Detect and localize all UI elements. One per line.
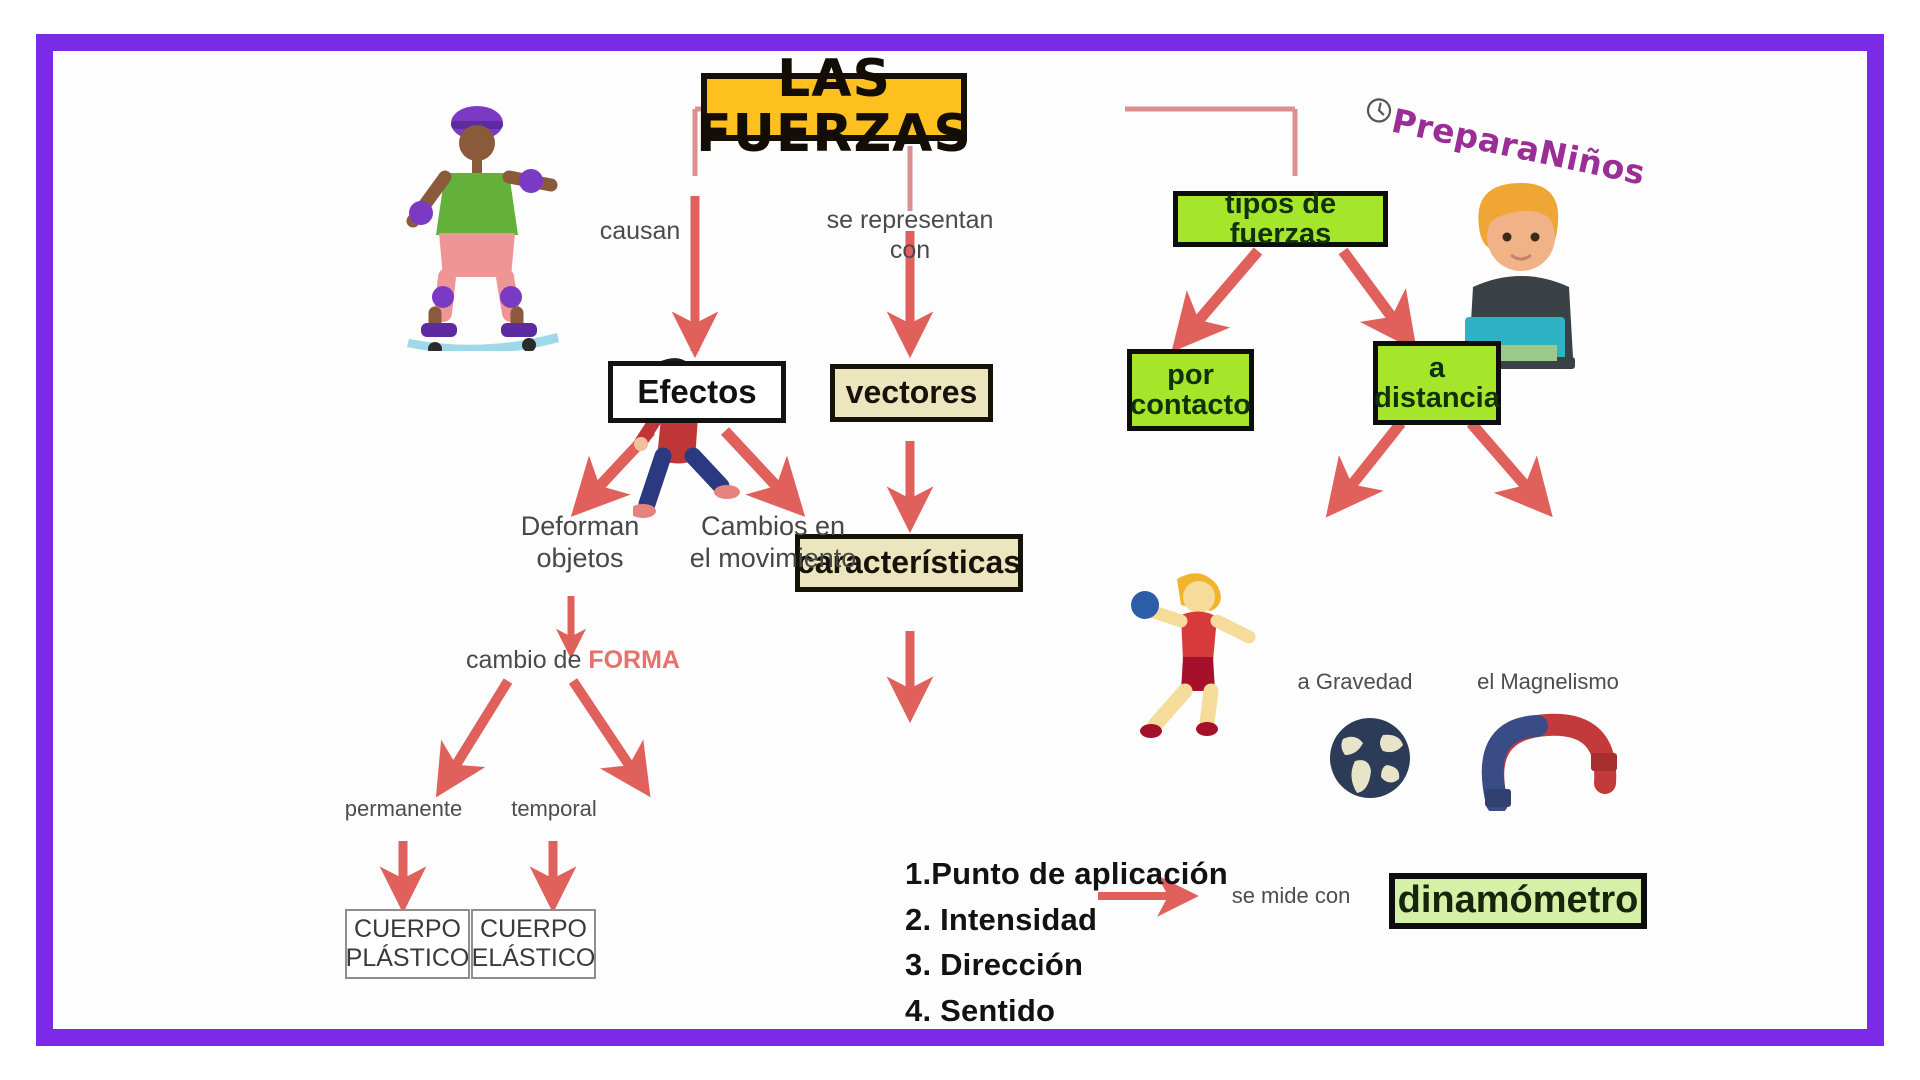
node-tipos-de-fuerzas[interactable]: tipos de fuerzas [1173, 188, 1388, 249]
purple-frame-border: LAS FUERZAS Efectos vectores tipos de fu… [36, 34, 1884, 1046]
label-permanente: permanente [344, 796, 463, 821]
node-las-fuerzas[interactable]: LAS FUERZAS [696, 51, 972, 164]
label-causan: causan [599, 217, 681, 245]
skateboarder-illustration [406, 106, 559, 351]
node-por-contacto[interactable]: por contacto [1127, 349, 1254, 431]
arrow-magnetismo [1466, 419, 1553, 518]
handball-player-illustration [1131, 573, 1256, 738]
arrow-a-distancia [1338, 247, 1417, 351]
label-el-magnetismo: el Magnelismo [1477, 669, 1619, 694]
label-temporal: temporal [511, 796, 597, 821]
node-vectores[interactable]: vectores [830, 364, 993, 422]
node-cuerpo-elastico[interactable]: CUERPO ELÁSTICO [471, 909, 596, 979]
horseshoe-magnet-illustration [1481, 713, 1617, 811]
arrow-gravedad [1325, 419, 1406, 518]
list-item: 2. Intensidad [905, 901, 1098, 937]
label-se-mide-con: se mide con [1231, 883, 1351, 908]
list-item: 3. Dirección [905, 947, 1084, 983]
label-deforman-objetos: Deforman objetos [520, 511, 640, 573]
clock-icon [1366, 98, 1392, 123]
label-forma: FORMA [588, 646, 680, 674]
list-item: 1.Punto de aplicación [905, 856, 1228, 891]
node-efectos[interactable]: Efectos [608, 361, 786, 423]
node-dinamometro[interactable]: dinamómetro [1389, 873, 1647, 929]
arrow-por-contacto [1171, 247, 1263, 353]
watermark-text: PreparaNiños [1388, 100, 1649, 193]
label-a-gravedad: a Gravedad [1297, 669, 1413, 694]
label-cambio-de-forma: cambio de FORMA [423, 646, 723, 676]
node-cuerpo-plastico[interactable]: CUERPO PLÁSTICO [345, 909, 470, 979]
concept-map-area: LAS FUERZAS Efectos vectores tipos de fu… [53, 51, 1867, 1029]
list-item: 4. Sentido [905, 992, 1056, 1028]
characteristics-list: 1.Punto de aplicación 2. Intensidad 3. D… [905, 851, 1228, 1029]
label-cambio-de: cambio de [466, 646, 589, 674]
arrow-permanente [435, 678, 513, 798]
node-a-distancia[interactable]: a distancia [1373, 341, 1501, 425]
node-caracteristicas[interactable]: características [795, 534, 1023, 592]
watermark: PreparaNiños [1361, 95, 1649, 193]
label-cambios-movimiento: Cambios en el movimiento [689, 511, 857, 573]
arrow-temporal [568, 678, 651, 798]
earth-globe-illustration [1330, 718, 1410, 798]
label-se-representan-con: se representan con [826, 206, 994, 264]
